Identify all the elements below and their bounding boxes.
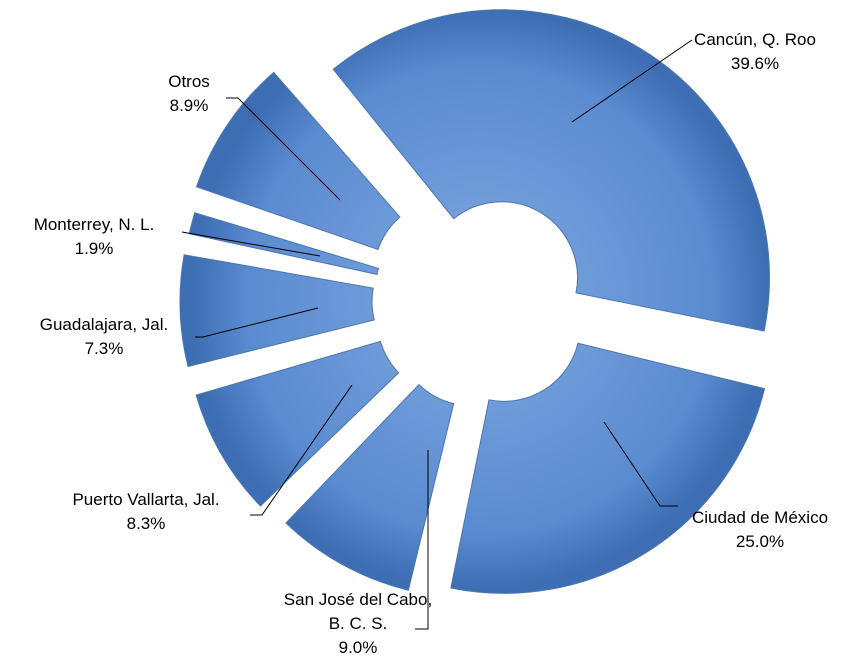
slice-1 [450,342,766,594]
slice-5 [188,212,380,275]
slice-label-5: Monterrey, N. L. 1.9% [34,215,155,258]
slice-6 [195,71,401,251]
leader-line-6 [226,97,341,201]
slice-2 [285,383,455,591]
slice-label-4: Guadalajara, Jal. 7.3% [40,315,169,358]
slice-4 [179,254,375,368]
slice-name-label: Puerto Vallarta, Jal. [72,490,219,509]
slice-value-label: 7.3% [85,339,124,358]
slice-label-2: San José del Cabo, B. C. S. 9.0% [284,590,432,657]
labels-group: Cancún, Q. Roo 39.6% Ciudad de México 25.0%… [34,30,828,657]
slice-name-label: Ciudad de México [692,508,828,527]
slice-name-label: Cancún, Q. Roo [694,30,816,49]
leader-line-1 [603,421,678,507]
slice-name-label: Otros [168,72,210,91]
leader-line-5 [181,231,321,257]
slice-name-label: San José del Cabo, [284,590,432,609]
slice-value-label: 1.9% [75,239,114,258]
leader-line-0 [571,39,693,123]
leader-line-2 [415,450,429,630]
slice-name-label: B. C. S. [329,614,388,633]
slice-name-label: Guadalajara, Jal. [40,315,169,334]
slice-value-label: 9.0% [339,638,378,657]
slice-name-label: Monterrey, N. L. [34,215,155,234]
slice-value-label: 8.9% [170,96,209,115]
slice-value-label: 39.6% [731,54,779,73]
leader-line-4 [195,307,319,338]
leader-line-3 [250,384,353,516]
slice-value-label: 25.0% [736,532,784,551]
leader-lines-group [181,39,693,630]
slice-label-0: Cancún, Q. Roo 39.6% [694,30,816,73]
slice-label-3: Puerto Vallarta, Jal. 8.3% [72,490,219,533]
slice-3 [195,340,400,507]
slice-label-1: Ciudad de México 25.0% [692,508,828,551]
slices-group [179,9,770,594]
slice-0 [332,9,770,332]
slice-value-label: 8.3% [127,514,166,533]
slice-label-6: Otros 8.9% [168,72,210,115]
